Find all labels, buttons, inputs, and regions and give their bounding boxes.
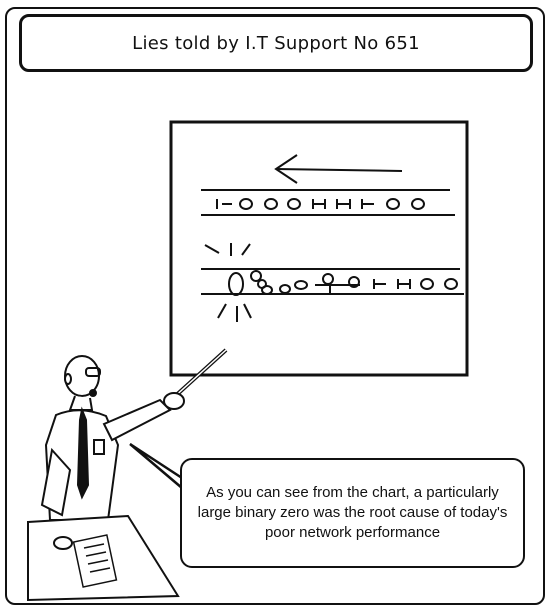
bottom-data-stream	[201, 268, 464, 296]
presenter-figure	[40, 355, 185, 521]
resting-hand	[53, 536, 73, 550]
chart-board	[169, 120, 469, 377]
papers	[72, 534, 118, 588]
comic-title: Lies told by I.T Support No 651	[132, 32, 420, 54]
speech-text: As you can see from the chart, a particu…	[197, 484, 508, 541]
speech-tail	[129, 442, 183, 489]
title-box: Lies told by I.T Support No 651	[19, 14, 533, 72]
left-arrow-icon	[274, 154, 403, 184]
top-data-stream	[201, 189, 455, 216]
speech-bubble: As you can see from the chart, a particu…	[180, 458, 525, 568]
comic-panel-frame	[5, 7, 545, 605]
impact-lines	[204, 243, 252, 322]
